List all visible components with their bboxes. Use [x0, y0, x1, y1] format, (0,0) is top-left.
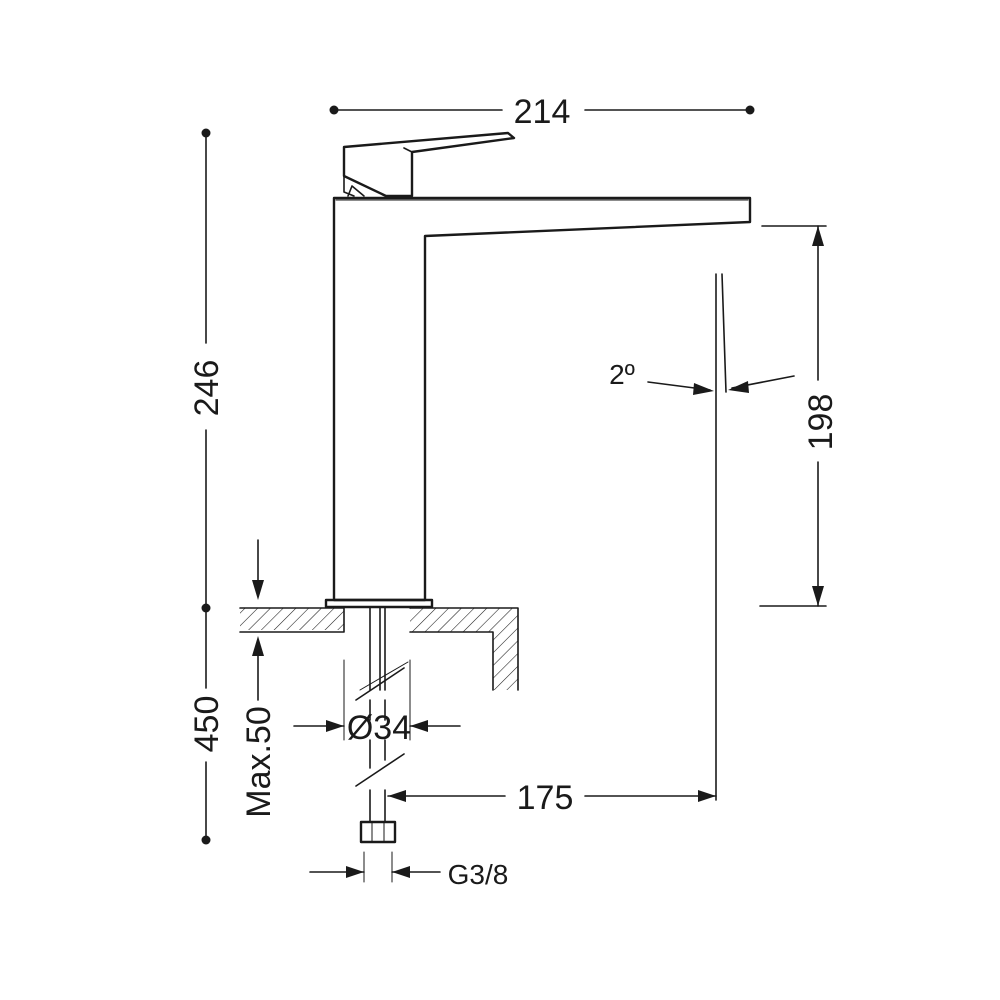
dim-spout-reach: 175 — [387, 779, 717, 817]
supply-hoses — [355, 607, 409, 823]
dim-label-max50: Max.50 — [240, 706, 278, 818]
dim-overall-height: 246 — [188, 128, 226, 613]
water-jet-lines — [715, 273, 727, 801]
dim-spout-height: 198 — [759, 225, 840, 607]
dim-label-g38: G3/8 — [448, 859, 509, 890]
connector-nut — [359, 820, 397, 844]
dim-hole-diameter: Ø34 — [293, 659, 461, 747]
faucet-body — [324, 196, 752, 609]
faucet-handle — [342, 131, 516, 198]
dim-label-175: 175 — [517, 779, 574, 817]
dim-label-214: 214 — [514, 93, 571, 131]
dim-label-198: 198 — [802, 394, 840, 451]
dim-label-angle: 2º — [609, 359, 635, 390]
dim-overall-width: 214 — [329, 93, 755, 131]
dim-hose-length: 450 — [188, 607, 226, 845]
countertop — [239, 607, 519, 691]
dim-connection-thread: G3/8 — [309, 851, 509, 890]
dim-label-o34: Ø34 — [347, 709, 411, 747]
dim-max-counter: Max.50 — [240, 539, 278, 818]
dim-label-450: 450 — [188, 696, 226, 753]
dim-spout-angle: 2º — [609, 359, 795, 395]
dim-label-246: 246 — [188, 360, 226, 417]
